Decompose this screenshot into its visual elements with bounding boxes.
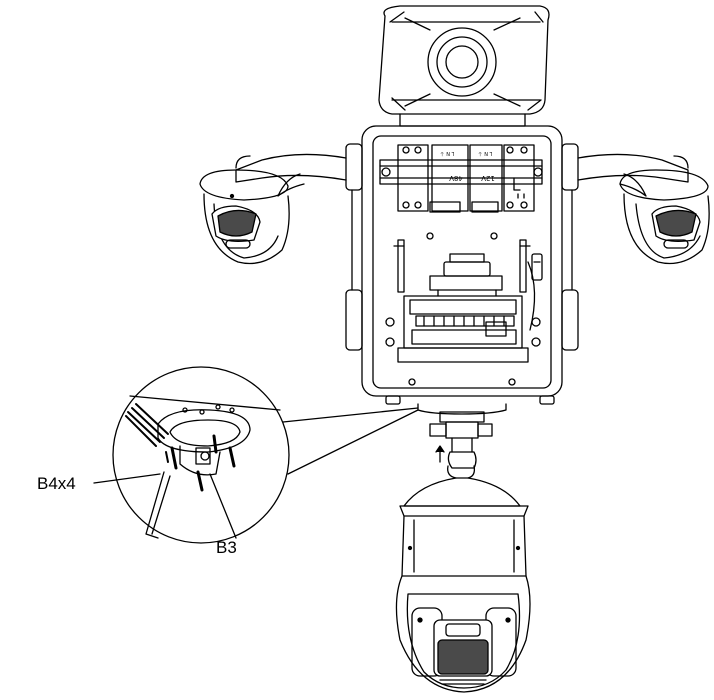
psu-48v-terminals: L N ⏚ bbox=[440, 150, 455, 157]
callout-b4x4: B4x4 bbox=[37, 474, 76, 493]
right-bracket-arm bbox=[577, 153, 689, 197]
callout-b3: B3 bbox=[216, 538, 237, 557]
control-box bbox=[345, 125, 579, 405]
pole-mount-adapter bbox=[417, 403, 507, 453]
psu-12v-label: 12V bbox=[481, 174, 495, 182]
psu-48v-label: 48V bbox=[449, 174, 463, 182]
callout-leaders bbox=[93, 473, 237, 539]
psu-12v-terminals: L N ⏚ bbox=[478, 150, 493, 157]
detail-magnifier bbox=[112, 366, 419, 544]
box-terminal-marks: 48V 12V L N ⏚ L N ⏚ bbox=[440, 150, 495, 182]
arrow-up-icon bbox=[435, 445, 445, 463]
left-dome-camera bbox=[199, 169, 290, 265]
top-illuminator bbox=[378, 5, 550, 127]
ptz-camera bbox=[395, 451, 531, 693]
left-bracket-arm bbox=[235, 153, 347, 197]
right-dome-camera bbox=[619, 169, 710, 265]
